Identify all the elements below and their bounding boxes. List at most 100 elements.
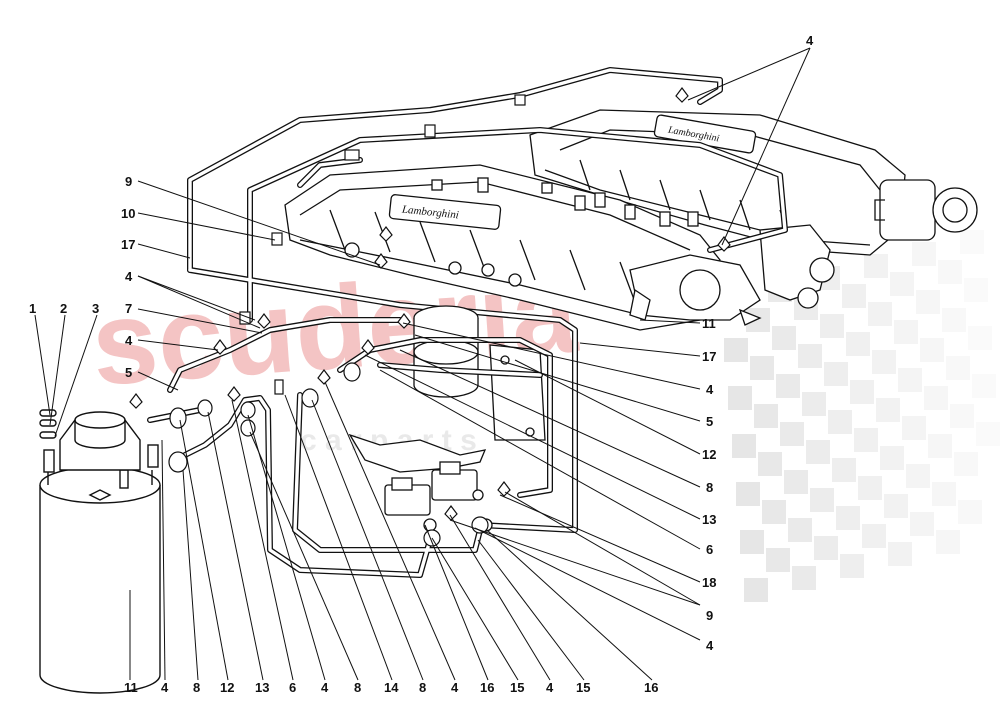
checker-square <box>792 566 816 590</box>
checker-square <box>772 326 796 350</box>
callout-left-7: 7 <box>125 301 132 316</box>
checker-square <box>736 482 760 506</box>
solenoid-valve-right <box>431 461 493 532</box>
callout-bottom-10: 8 <box>419 680 426 695</box>
checker-square <box>750 356 774 380</box>
callout-bottom-16: 16 <box>644 680 658 695</box>
checker-square <box>924 386 948 410</box>
watermark-checker-flag <box>720 230 1000 602</box>
checker-square <box>850 380 874 404</box>
checker-square <box>862 524 886 548</box>
checker-square <box>898 368 922 392</box>
checker-square <box>740 530 764 554</box>
checker-square <box>942 308 966 332</box>
checker-square <box>744 578 768 602</box>
callout-left-3: 3 <box>92 301 99 316</box>
callout-bottom-5: 13 <box>255 680 269 695</box>
checker-square <box>912 242 936 266</box>
callout-bottom-4: 12 <box>220 680 234 695</box>
charcoal-canister <box>39 409 161 694</box>
checker-square <box>872 350 896 374</box>
callout-labels-right: 11 17 4 5 12 8 13 6 18 9 4 <box>702 316 716 653</box>
manifold-bolts <box>431 177 699 227</box>
checker-square <box>958 500 982 524</box>
hose-connectors <box>168 362 489 547</box>
checker-square <box>788 518 812 542</box>
solenoid-valve-left <box>384 477 437 532</box>
callout-bottom-3: 8 <box>193 680 200 695</box>
checker-square <box>868 302 892 326</box>
checker-square <box>976 422 1000 446</box>
callout-right-5: 5 <box>706 414 713 429</box>
checker-square <box>858 476 882 500</box>
checker-square <box>810 488 834 512</box>
checker-square <box>916 290 940 314</box>
checker-square <box>968 326 992 350</box>
callout-bottom-9: 14 <box>384 680 399 695</box>
callout-left-10: 10 <box>121 206 135 221</box>
callout-bottom-6: 6 <box>289 680 296 695</box>
checker-square <box>828 410 852 434</box>
checker-square <box>884 494 908 518</box>
front-intake-manifold: Lamborghini <box>284 164 721 331</box>
checker-square <box>820 314 844 338</box>
callout-bottom-8: 8 <box>354 680 361 695</box>
callout-bottom-2: 4 <box>161 680 169 695</box>
checker-square <box>932 482 956 506</box>
checker-square <box>798 344 822 368</box>
callout-left-9: 9 <box>125 174 132 189</box>
checker-square <box>780 422 804 446</box>
checker-square <box>732 434 756 458</box>
checker-square <box>802 392 826 416</box>
callout-left-4a: 4 <box>125 333 133 348</box>
checker-square <box>806 440 830 464</box>
checker-square <box>814 536 838 560</box>
checker-square <box>842 284 866 308</box>
callout-right-13: 13 <box>702 512 716 527</box>
checker-square <box>880 446 904 470</box>
callout-right-4a: 4 <box>706 382 714 397</box>
checker-square <box>954 452 978 476</box>
callout-right-4b: 4 <box>706 638 714 653</box>
checker-square <box>728 386 752 410</box>
checker-square <box>890 272 914 296</box>
callout-top-4: 4 <box>806 33 814 48</box>
checker-square <box>762 500 786 524</box>
checker-square <box>876 398 900 422</box>
leader-lines <box>34 47 811 681</box>
checker-square <box>950 404 974 428</box>
callout-right-11: 11 <box>702 316 716 331</box>
front-throttle-assembly <box>629 224 835 326</box>
checker-square <box>920 338 944 362</box>
callout-bottom-12: 16 <box>480 680 494 695</box>
checker-square <box>836 506 860 530</box>
checker-square <box>946 356 970 380</box>
checker-square <box>724 338 748 362</box>
callout-right-9: 9 <box>706 608 713 623</box>
checker-square <box>758 452 782 476</box>
rear-intake-manifold: Lamborghini <box>529 109 906 256</box>
checker-square <box>888 542 912 566</box>
callout-right-18: 18 <box>702 575 716 590</box>
checker-square <box>938 260 962 284</box>
checker-square <box>854 428 878 452</box>
callout-right-17: 17 <box>702 349 716 364</box>
checker-square <box>902 416 926 440</box>
checker-square <box>972 374 996 398</box>
callout-labels-left: 1 2 3 7 4 5 4 17 10 9 <box>29 174 135 380</box>
callout-right-6: 6 <box>706 542 713 557</box>
callout-left-4b: 4 <box>125 269 133 284</box>
callout-right-12: 12 <box>702 447 716 462</box>
checker-square <box>864 254 888 278</box>
checker-square <box>784 470 808 494</box>
checker-square <box>840 554 864 578</box>
checker-square <box>906 464 930 488</box>
checker-square <box>936 530 960 554</box>
callout-labels-top: 4 <box>806 33 814 48</box>
callout-bottom-1: 11 <box>124 680 138 695</box>
callout-bottom-7: 4 <box>321 680 329 695</box>
checker-square <box>832 458 856 482</box>
callout-bottom-11: 4 <box>451 680 459 695</box>
throttle-body <box>874 179 978 241</box>
